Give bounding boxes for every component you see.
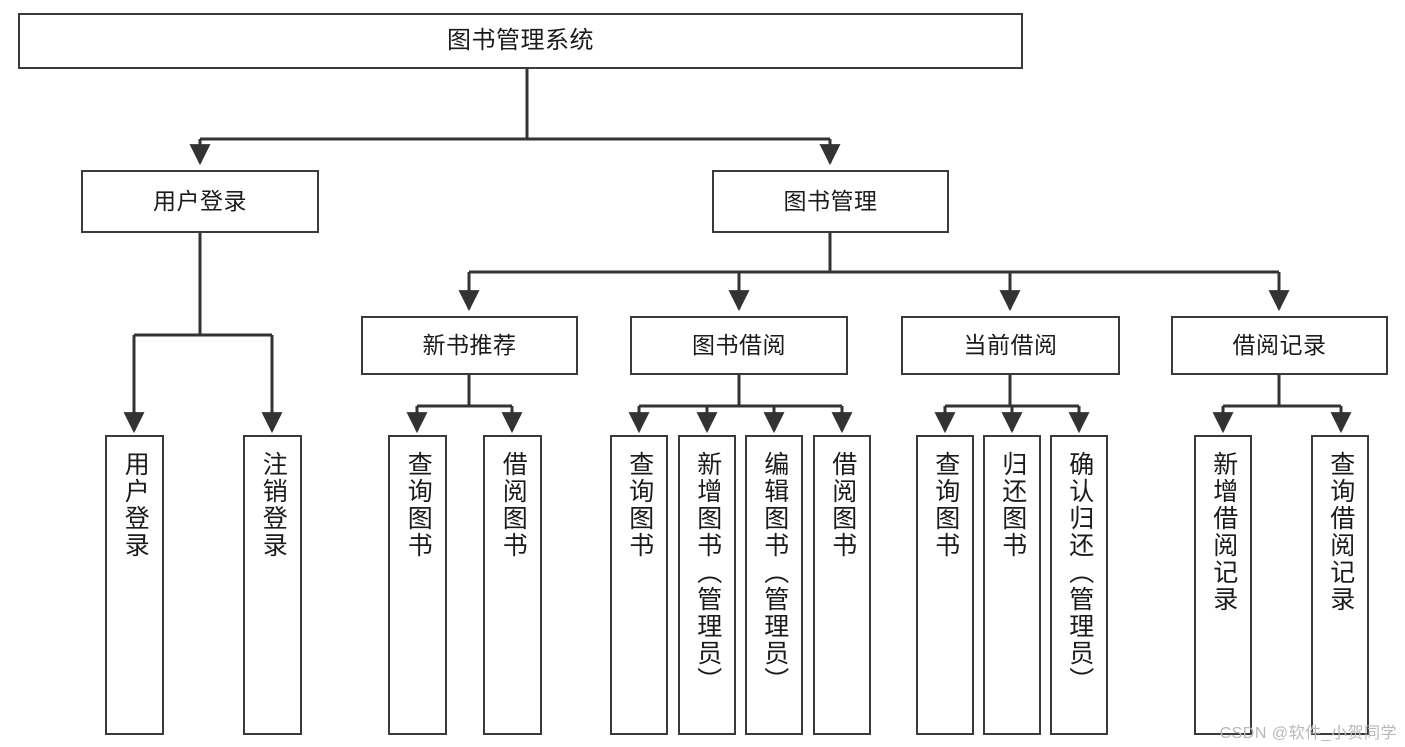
- node-leaf-rec-borrow[interactable]: 借阅图书: [483, 435, 542, 735]
- node-leaf-user-logout[interactable]: 注销登录: [243, 435, 302, 735]
- node-new-book-rec[interactable]: 新书推荐: [361, 316, 578, 375]
- node-leaf-record-query-label: 查询借阅记录: [1326, 451, 1355, 613]
- node-book-manage-label: 图书管理: [783, 187, 878, 214]
- node-new-book-rec-label: 新书推荐: [422, 331, 517, 358]
- node-current-borrow-label: 当前借阅: [963, 331, 1058, 358]
- node-leaf-current-query-label: 查询图书: [931, 451, 960, 559]
- node-current-borrow[interactable]: 当前借阅: [901, 316, 1120, 375]
- node-leaf-rec-query[interactable]: 查询图书: [388, 435, 447, 735]
- node-leaf-record-add[interactable]: 新增借阅记录: [1194, 435, 1252, 735]
- node-leaf-borrow-query[interactable]: 查询图书: [610, 435, 668, 735]
- node-leaf-user-logout-label: 注销登录: [259, 451, 288, 559]
- node-leaf-current-return-label: 归还图书: [998, 451, 1027, 559]
- node-user-login[interactable]: 用户登录: [81, 170, 319, 233]
- node-root-label: 图书管理系统: [447, 26, 594, 54]
- node-root[interactable]: 图书管理系统: [18, 13, 1023, 69]
- node-leaf-borrow-lend-label: 借阅图书: [828, 451, 857, 559]
- node-leaf-current-return[interactable]: 归还图书: [983, 435, 1041, 735]
- node-borrow-record[interactable]: 借阅记录: [1171, 316, 1388, 375]
- node-leaf-user-login[interactable]: 用户登录: [105, 435, 164, 735]
- node-user-login-label: 用户登录: [153, 187, 247, 214]
- node-leaf-current-confirm[interactable]: 确认归还（管理员）: [1050, 435, 1108, 735]
- node-book-borrow[interactable]: 图书借阅: [630, 316, 848, 375]
- node-leaf-rec-query-label: 查询图书: [404, 451, 433, 559]
- node-leaf-borrow-query-label: 查询图书: [625, 451, 654, 559]
- node-book-borrow-label: 图书借阅: [692, 331, 786, 358]
- node-leaf-rec-borrow-label: 借阅图书: [499, 451, 528, 559]
- node-leaf-borrow-add-label: 新增图书（管理员）: [693, 451, 722, 694]
- node-leaf-record-add-label: 新增借阅记录: [1209, 451, 1238, 613]
- watermark: CSDN @软件_小贺同学: [1219, 725, 1397, 742]
- node-leaf-borrow-edit-label: 编辑图书（管理员）: [760, 451, 789, 694]
- node-leaf-borrow-add[interactable]: 新增图书（管理员）: [678, 435, 736, 735]
- node-leaf-borrow-edit[interactable]: 编辑图书（管理员）: [745, 435, 803, 735]
- node-leaf-record-query[interactable]: 查询借阅记录: [1311, 435, 1369, 735]
- node-leaf-current-confirm-label: 确认归还（管理员）: [1065, 451, 1094, 694]
- node-leaf-user-login-label: 用户登录: [121, 451, 150, 559]
- node-leaf-borrow-lend[interactable]: 借阅图书: [813, 435, 871, 735]
- node-book-manage[interactable]: 图书管理: [712, 170, 949, 233]
- node-borrow-record-label: 借阅记录: [1232, 331, 1327, 358]
- node-leaf-current-query[interactable]: 查询图书: [916, 435, 974, 735]
